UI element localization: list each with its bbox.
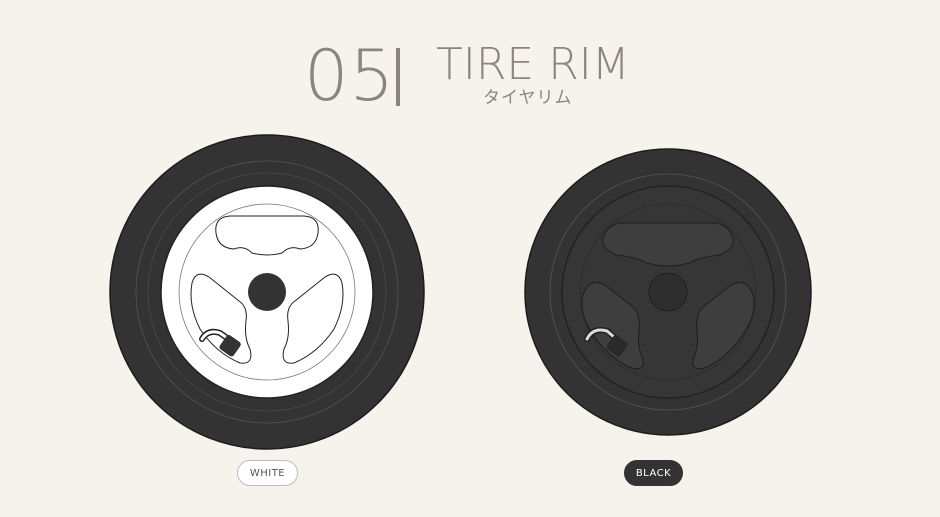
white-option-button[interactable]: WHITE (237, 460, 298, 486)
page-title: TIRE RIM (436, 39, 630, 90)
black-option-button[interactable]: BLACK (624, 460, 683, 486)
wheel-white-option[interactable] (108, 133, 426, 451)
header: 05 TIRE RIM タイヤリム (0, 0, 940, 130)
tire-white-rim-image (109, 134, 425, 450)
tire-black-rim-image (524, 148, 812, 436)
wheel-black-option[interactable] (523, 133, 813, 451)
page-subtitle-jp: タイヤリム (483, 88, 573, 108)
title-divider (396, 48, 400, 106)
step-number: 05 (304, 35, 396, 117)
